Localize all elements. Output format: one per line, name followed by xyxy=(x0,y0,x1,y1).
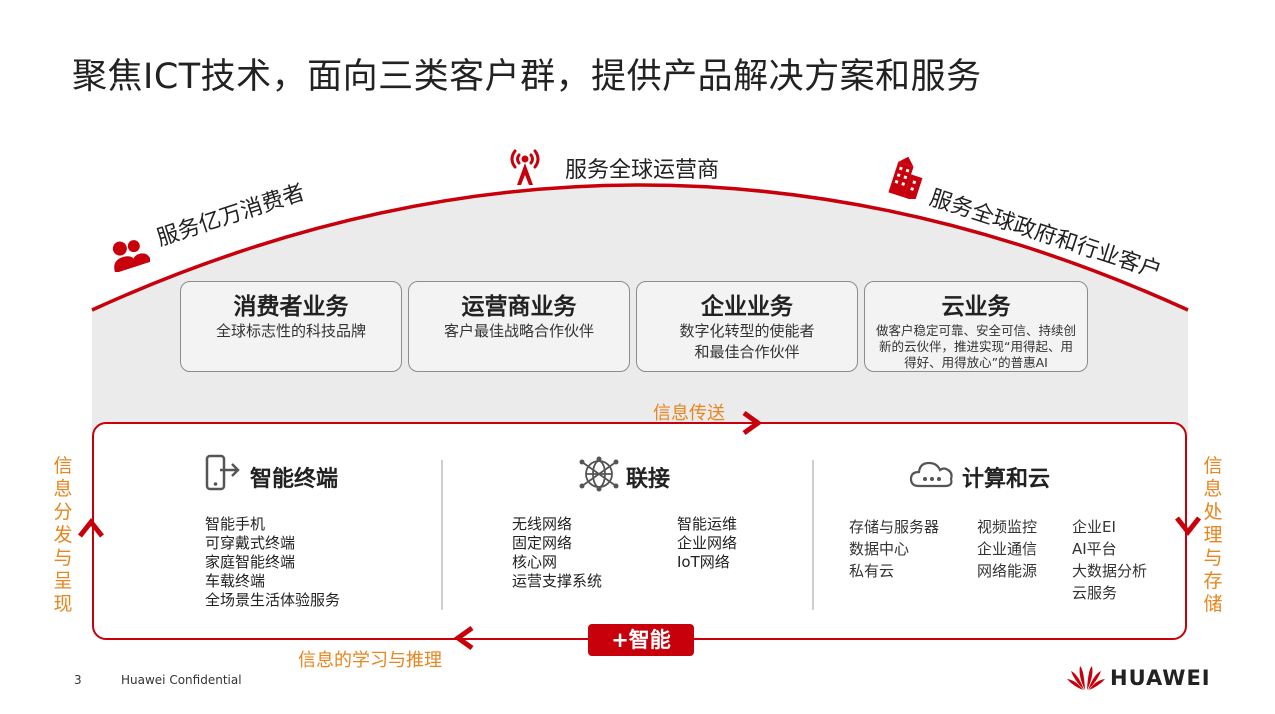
flow-label-processing: 信息处理与存储 xyxy=(1203,455,1223,615)
column-divider xyxy=(441,460,443,610)
people-icon xyxy=(112,240,150,272)
cloud-icon xyxy=(909,461,953,488)
business-desc: 得好、用得放心”的普惠AI xyxy=(904,355,1048,370)
flow-label-learning: 信息的学习与推理 xyxy=(298,650,442,671)
list-item: 可穿戴式终端 xyxy=(205,534,296,552)
cloud-list-1: 存储与服务器 数据中心 私有云 xyxy=(849,516,939,582)
list-item: 大数据分析 xyxy=(1072,562,1148,580)
business-desc: 数字化转型的使能者 xyxy=(679,322,815,340)
list-item: IoT网络 xyxy=(677,553,730,571)
antenna-tower-icon xyxy=(510,149,540,185)
flow-label-transmit: 信息传送 xyxy=(653,403,725,424)
list-item: 运营支撑系统 xyxy=(512,572,603,590)
network-globe-icon xyxy=(579,456,619,492)
arrow-down-icon xyxy=(1175,516,1201,537)
list-item: 企业网络 xyxy=(677,534,738,552)
brand-wordmark: HUAWEI xyxy=(1110,666,1211,690)
page-title: 聚焦ICT技术，面向三类客户群，提供产品解决方案和服务 xyxy=(72,57,982,97)
arrow-right-icon xyxy=(742,410,763,436)
capability-frame xyxy=(92,422,1187,640)
list-item: 私有云 xyxy=(849,562,895,580)
list-item: 无线网络 xyxy=(512,515,573,533)
business-card-enterprise: 企业业务 数字化转型的使能者 和最佳合作伙伴 xyxy=(636,281,858,372)
business-desc: 全球标志性的科技品牌 xyxy=(215,322,366,340)
confidential-label: Huawei Confidential xyxy=(121,673,242,687)
arrow-up-icon xyxy=(78,517,104,538)
list-item: 企业通信 xyxy=(977,540,1038,558)
list-item: 云服务 xyxy=(1072,584,1118,602)
business-title: 运营商业务 xyxy=(461,294,577,320)
terminal-list: 智能手机 可穿戴式终端 家庭智能终端 车载终端 全场景生活体验服务 xyxy=(205,515,340,610)
column-title-terminal: 智能终端 xyxy=(250,467,339,492)
column-title-cloud: 计算和云 xyxy=(962,467,1051,492)
business-card-cloud: 云业务 做客户稳定可靠、安全可信、持续创 新的云伙伴，推进实现“用得起、用 得好… xyxy=(864,281,1088,372)
list-item: AI平台 xyxy=(1072,540,1117,558)
cloud-list-3: 企业EI AI平台 大数据分析 云服务 xyxy=(1072,516,1147,604)
business-desc: 新的云伙伴，推进实现“用得起、用 xyxy=(879,339,1073,354)
list-item: 智能运维 xyxy=(677,515,738,533)
list-item: 核心网 xyxy=(512,553,558,571)
list-item: 企业EI xyxy=(1072,518,1116,536)
business-card-carrier: 运营商业务 客户最佳战略合作伙伴 xyxy=(408,281,630,372)
list-item: 车载终端 xyxy=(205,572,266,590)
flow-label-distribution: 信息分发与呈现 xyxy=(53,455,73,615)
business-card-consumer: 消费者业务 全球标志性的科技品牌 xyxy=(180,281,402,372)
business-title: 消费者业务 xyxy=(233,294,349,320)
column-divider xyxy=(812,460,814,610)
business-desc: 做客户稳定可靠、安全可信、持续创 xyxy=(875,323,1076,338)
huawei-logo-icon xyxy=(1067,666,1105,690)
cloud-list-2: 视频监控 企业通信 网络能源 xyxy=(977,516,1037,582)
list-item: 数据中心 xyxy=(849,540,910,558)
business-title: 企业业务 xyxy=(701,294,793,320)
audience-carriers: 服务全球运营商 xyxy=(565,158,720,183)
buildings-icon xyxy=(888,156,923,199)
business-title: 云业务 xyxy=(941,294,1011,320)
list-item: 智能手机 xyxy=(205,515,266,533)
column-title-connectivity: 联接 xyxy=(626,467,671,492)
list-item: 固定网络 xyxy=(512,534,573,552)
connect-list-left: 无线网络 固定网络 核心网 运营支撑系统 xyxy=(512,515,602,591)
list-item: 视频监控 xyxy=(977,518,1038,536)
business-desc: 和最佳合作伙伴 xyxy=(694,343,800,361)
list-item: 全场景生活体验服务 xyxy=(205,591,341,609)
connect-list-right: 智能运维 企业网络 IoT网络 xyxy=(677,515,737,572)
list-item: 家庭智能终端 xyxy=(205,553,296,571)
list-item: 网络能源 xyxy=(977,562,1038,580)
arrow-left-icon xyxy=(453,625,474,651)
page-number: 3 xyxy=(74,673,82,687)
smartphone-icon xyxy=(205,454,240,491)
business-desc: 客户最佳战略合作伙伴 xyxy=(443,322,594,340)
plus-intelligence-badge: +智能 xyxy=(588,624,694,656)
list-item: 存储与服务器 xyxy=(849,518,940,536)
